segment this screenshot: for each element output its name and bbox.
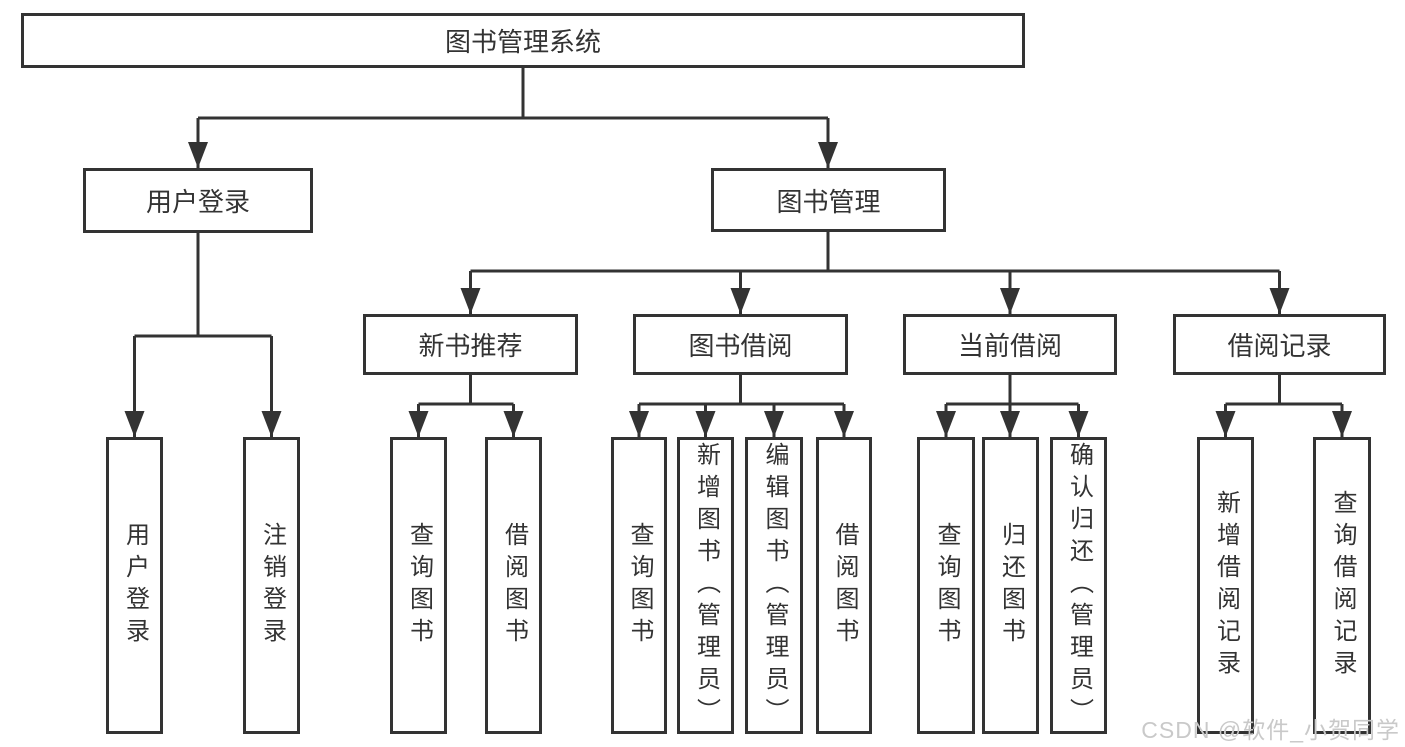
arrowhead bbox=[460, 288, 481, 314]
node-label: 查询借阅记录 bbox=[1329, 489, 1356, 682]
arrowhead bbox=[261, 411, 282, 437]
connector-userlogin-to-leaves bbox=[133, 233, 273, 437]
connector-newbook-to-leaves bbox=[417, 375, 515, 437]
node-leaf-query-borrow-record: 查询借阅记录 bbox=[1313, 437, 1371, 734]
node-current-borrowing: 当前借阅 bbox=[903, 314, 1117, 375]
arrowhead bbox=[1332, 411, 1352, 437]
node-book-management: 图书管理 bbox=[711, 168, 946, 232]
node-label: 注销登录 bbox=[258, 521, 286, 650]
arrowhead bbox=[1269, 288, 1290, 314]
node-label: 新书推荐 bbox=[418, 331, 523, 361]
arrowhead bbox=[629, 411, 649, 437]
connector-borrowrecord-to-leaves bbox=[1224, 375, 1344, 437]
node-label: 当前借阅 bbox=[957, 331, 1062, 361]
arrowhead bbox=[936, 411, 956, 437]
node-leaf-add-book-admin: 新增图书（管理员） bbox=[677, 437, 734, 734]
node-borrowing-records: 借阅记录 bbox=[1173, 314, 1386, 375]
arrowheads bbox=[124, 142, 1352, 437]
node-label: 新增图书（管理员） bbox=[692, 441, 720, 730]
node-label: 借阅记录 bbox=[1227, 331, 1332, 361]
node-leaf-query-books-borrow: 查询图书 bbox=[611, 437, 667, 734]
node-book-borrowing: 图书借阅 bbox=[633, 314, 848, 375]
node-user-login: 用户登录 bbox=[83, 168, 313, 233]
arrowhead bbox=[1215, 411, 1236, 437]
node-label: 新增借阅记录 bbox=[1212, 489, 1240, 682]
arrowhead bbox=[730, 288, 751, 314]
node-leaf-borrow-books-recommend: 借阅图书 bbox=[485, 437, 542, 734]
arrowhead bbox=[124, 411, 145, 437]
node-label: 借阅图书 bbox=[500, 521, 528, 650]
connector-paths bbox=[133, 68, 1344, 437]
arrowhead bbox=[834, 411, 854, 437]
connector-root-to-level2 bbox=[196, 68, 830, 168]
node-label: 图书借阅 bbox=[688, 331, 793, 361]
node-leaf-add-borrow-record: 新增借阅记录 bbox=[1197, 437, 1254, 734]
arrowhead bbox=[764, 411, 784, 437]
node-label: 用户登录 bbox=[145, 187, 250, 217]
node-label: 编辑图书（管理员） bbox=[761, 441, 788, 730]
node-leaf-query-books-recommend: 查询图书 bbox=[390, 437, 447, 734]
node-label: 查询图书 bbox=[933, 521, 960, 650]
node-leaf-confirm-return-admin: 确认归还（管理员） bbox=[1050, 437, 1107, 734]
arrowhead bbox=[503, 411, 524, 437]
node-label: 图书管理系统 bbox=[444, 27, 601, 57]
node-label: 借阅图书 bbox=[831, 521, 858, 650]
arrowhead bbox=[1000, 288, 1020, 314]
arrowhead bbox=[818, 142, 838, 168]
node-label: 查询图书 bbox=[626, 521, 653, 650]
arrowhead bbox=[1068, 411, 1089, 437]
arrowhead bbox=[695, 411, 716, 437]
arrowhead bbox=[1000, 411, 1020, 437]
connector-bookborrow-to-leaves bbox=[637, 375, 846, 437]
node-leaf-logout: 注销登录 bbox=[243, 437, 300, 734]
node-new-book-recommendation: 新书推荐 bbox=[363, 314, 578, 375]
node-leaf-borrow-books: 借阅图书 bbox=[816, 437, 872, 734]
node-label: 图书管理 bbox=[776, 186, 881, 217]
node-leaf-return-book: 归还图书 bbox=[982, 437, 1039, 734]
node-library-management-system: 图书管理系统 bbox=[21, 13, 1025, 68]
node-leaf-query-books-current: 查询图书 bbox=[917, 437, 975, 734]
arrowhead bbox=[408, 411, 429, 437]
node-label: 查询图书 bbox=[405, 521, 433, 650]
node-leaf-user-login: 用户登录 bbox=[106, 437, 163, 734]
node-label: 确认归还（管理员） bbox=[1065, 441, 1093, 730]
connector-bookmgmt-to-level3 bbox=[469, 232, 1281, 314]
node-leaf-edit-book-admin: 编辑图书（管理员） bbox=[745, 437, 803, 734]
arrowhead bbox=[188, 142, 208, 168]
node-label: 归还图书 bbox=[997, 521, 1025, 650]
node-label: 用户登录 bbox=[121, 521, 149, 650]
watermark: CSDN @软件_小贺同学 bbox=[1141, 717, 1400, 743]
